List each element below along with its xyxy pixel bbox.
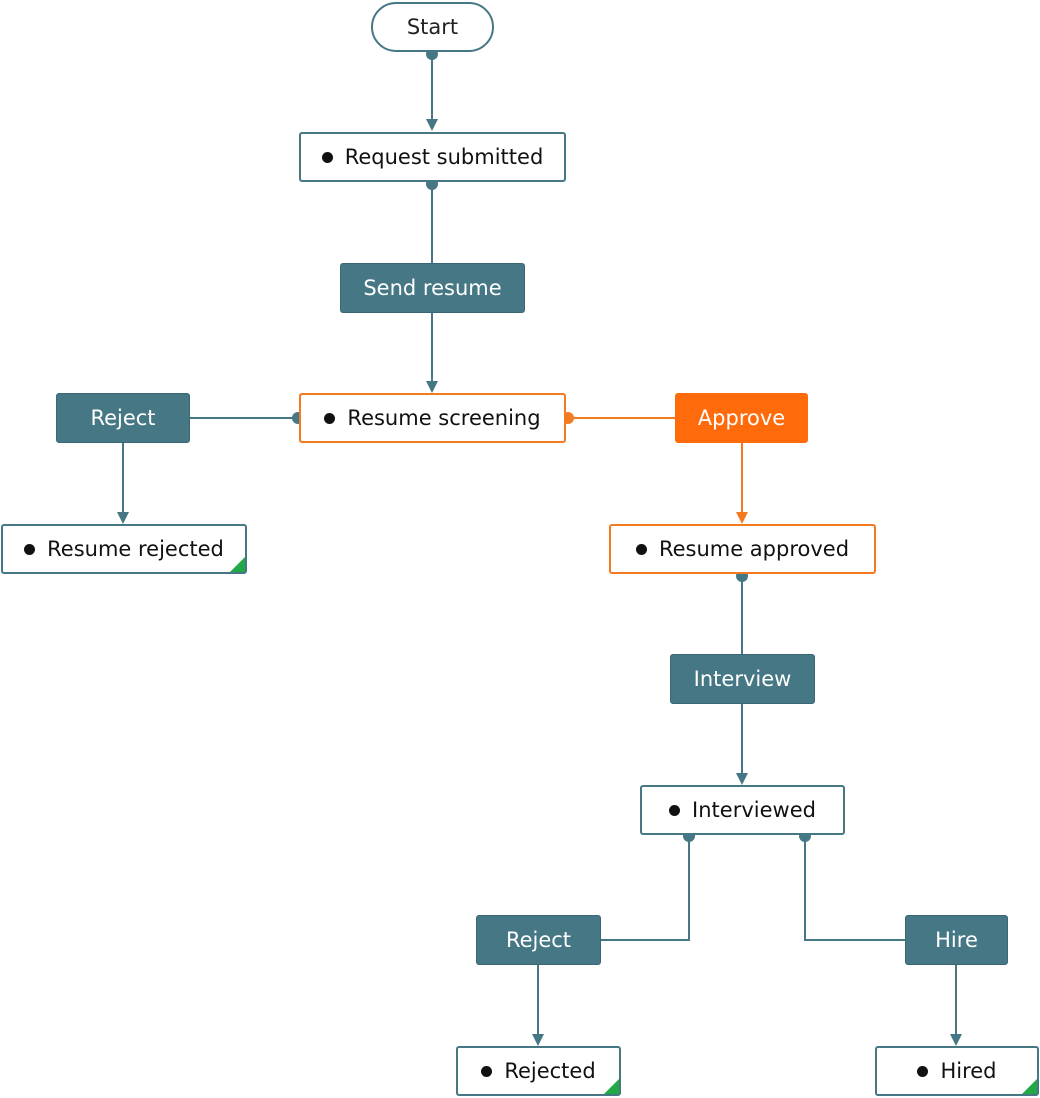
edge-interviewed-to-hire [804, 836, 905, 941]
edge-interviewed-to-reject [601, 836, 690, 941]
state-label: Request submitted [344, 145, 544, 169]
action-label: Reject [90, 406, 156, 430]
state-rejected[interactable]: Rejected [456, 1046, 621, 1096]
state-bullet-icon [324, 412, 336, 424]
action-label: Approve [697, 406, 786, 430]
action-send-resume[interactable]: Send resume [340, 263, 525, 313]
state-interviewed[interactable]: Interviewed [640, 785, 845, 835]
final-state-marker-icon [230, 557, 245, 572]
action-reject-interview[interactable]: Reject [476, 915, 601, 965]
state-hired[interactable]: Hired [875, 1046, 1039, 1096]
state-bullet-icon [481, 1065, 493, 1077]
state-resume-screening[interactable]: Resume screening [299, 393, 566, 443]
state-bullet-icon [24, 543, 36, 555]
state-label: Rejected [504, 1059, 596, 1083]
action-label: Reject [505, 928, 572, 952]
final-state-marker-icon [604, 1079, 619, 1094]
action-reject-screening[interactable]: Reject [56, 393, 190, 443]
start-node[interactable]: Start [371, 2, 494, 52]
state-label: Resume rejected [47, 537, 224, 561]
state-request-submitted[interactable]: Request submitted [299, 132, 566, 182]
final-state-marker-icon [1022, 1079, 1037, 1094]
state-bullet-icon [321, 151, 333, 163]
state-label: Hired [940, 1059, 997, 1083]
action-hire[interactable]: Hire [905, 915, 1008, 965]
state-resume-approved[interactable]: Resume approved [609, 524, 876, 574]
action-label: Send resume [363, 276, 502, 300]
state-label: Interviewed [692, 798, 816, 822]
state-label: Resume approved [658, 537, 850, 561]
state-bullet-icon [635, 543, 647, 555]
state-label: Resume screening [347, 406, 541, 430]
action-label: Interview [693, 667, 792, 691]
state-bullet-icon [669, 804, 681, 816]
state-bullet-icon [917, 1065, 929, 1077]
action-approve[interactable]: Approve [675, 393, 808, 443]
action-interview[interactable]: Interview [670, 654, 815, 704]
action-label: Hire [935, 928, 978, 952]
start-label: Start [406, 15, 459, 39]
state-resume-rejected[interactable]: Resume rejected [1, 524, 247, 574]
